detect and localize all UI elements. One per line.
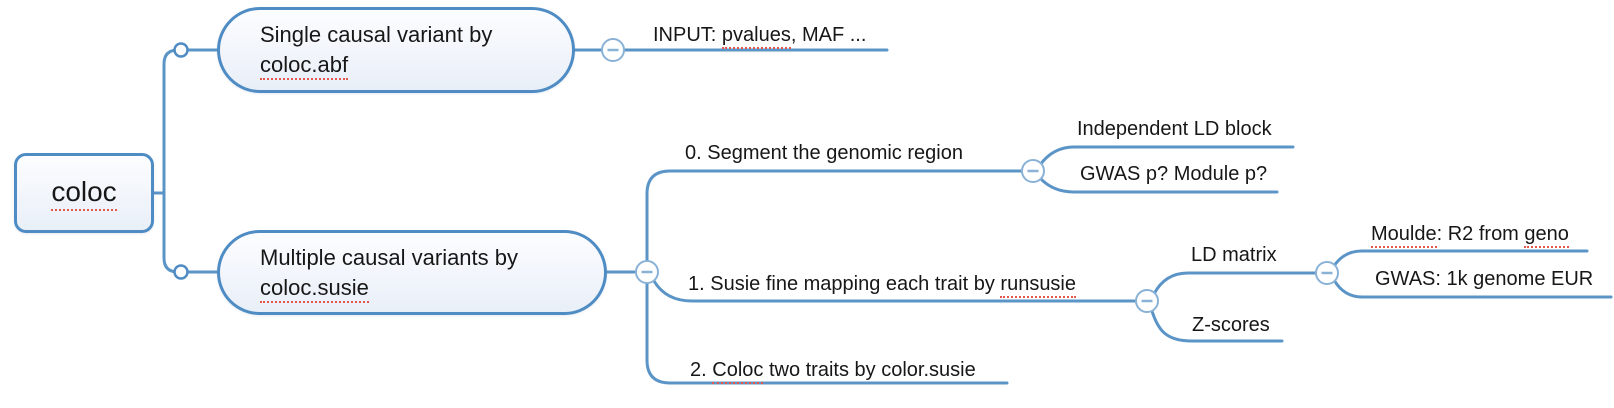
collapse-button-multiple[interactable] [635, 260, 659, 284]
connector-gwas-1k [1332, 278, 1613, 299]
root-topic-label: coloc [51, 176, 117, 211]
connector-coloc-two [645, 281, 1009, 385]
topic-susie-fine-mapping[interactable]: 1. Susie fine mapping each trait by runs… [688, 273, 1077, 298]
collapse-button-ld-matrix[interactable] [1315, 261, 1339, 285]
topic-gwas-1k-genome[interactable]: GWAS: 1k genome EUR [1375, 268, 1594, 290]
topic-title-line2: coloc.susie [260, 273, 604, 303]
topic-input[interactable]: INPUT: pvalues, MAF ... [653, 24, 866, 49]
connector-ld-matrix [1152, 271, 1319, 296]
connector-root-to-single [148, 48, 221, 195]
branch-junction-dot[interactable] [173, 264, 189, 280]
connector-ld-block [1038, 145, 1295, 167]
connector-moulde [1332, 249, 1589, 268]
topic-single-causal-variant[interactable]: Single causal variant by coloc.abf [217, 7, 575, 93]
connector-segment [645, 169, 1025, 264]
collapse-button-susie-mapping[interactable] [1135, 289, 1159, 313]
topic-segment-region[interactable]: 0. Segment the genomic region [685, 142, 963, 164]
root-topic-coloc[interactable]: coloc [14, 153, 154, 233]
connector-z-scores [1150, 309, 1284, 343]
topic-moulde-r2[interactable]: Moulde: R2 from geno [1371, 223, 1569, 248]
topic-title-line2: coloc.abf [260, 50, 572, 80]
topic-gwas-module-p[interactable]: GWAS p? Module p? [1080, 163, 1268, 185]
topic-title-line1: Single causal variant by [260, 22, 493, 47]
branch-junction-dot[interactable] [173, 42, 189, 58]
topic-multiple-causal-variants[interactable]: Multiple causal variants by coloc.susie [217, 230, 607, 315]
topic-title-line1: Multiple causal variants by [260, 244, 519, 270]
connector-gwas-module [1038, 176, 1279, 194]
topic-z-scores[interactable]: Z-scores [1192, 314, 1270, 336]
collapse-button-segment[interactable] [1021, 159, 1045, 183]
connector-root-to-multiple [162, 191, 221, 274]
collapse-button-single[interactable] [601, 38, 625, 62]
connector-susie-mapping [652, 279, 1139, 303]
topic-ld-matrix[interactable]: LD matrix [1191, 244, 1277, 266]
topic-independent-ld-block[interactable]: Independent LD block [1077, 118, 1272, 140]
topic-coloc-two-traits[interactable]: 2. Coloc two traits by color.susie [690, 359, 976, 384]
